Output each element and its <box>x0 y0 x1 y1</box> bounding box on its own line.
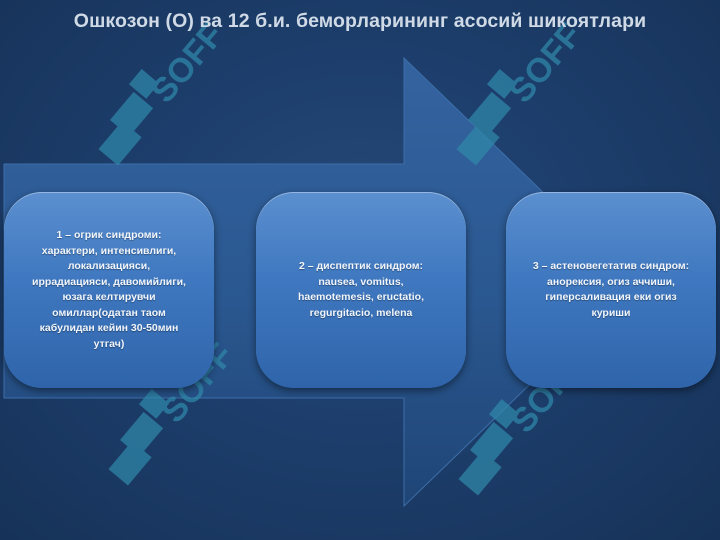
process-box-text: 3 – астеновегетатив синдром: анорексия, … <box>532 260 690 319</box>
process-box-text: 2 – диспептик синдром: nausea, vomitus, … <box>297 260 425 319</box>
process-box-text: 1 – огрик синдроми: характери, интенсивл… <box>32 229 186 350</box>
process-box-asthenovegetative-syndrome: 3 – астеновегетатив синдром: анорексия, … <box>506 192 716 388</box>
slide-title: Ошкозон (О) ва 12 б.и. беморларининг асо… <box>73 10 647 32</box>
process-box-pain-syndrome: 1 – огрик синдроми: характери, интенсивл… <box>4 192 214 388</box>
process-box-dyspeptic-syndrome: 2 – диспептик синдром: nausea, vomitus, … <box>256 192 466 388</box>
soff-logo-icon: SOFF <box>449 16 589 168</box>
soff-logo-icon: SOFF <box>91 16 231 168</box>
